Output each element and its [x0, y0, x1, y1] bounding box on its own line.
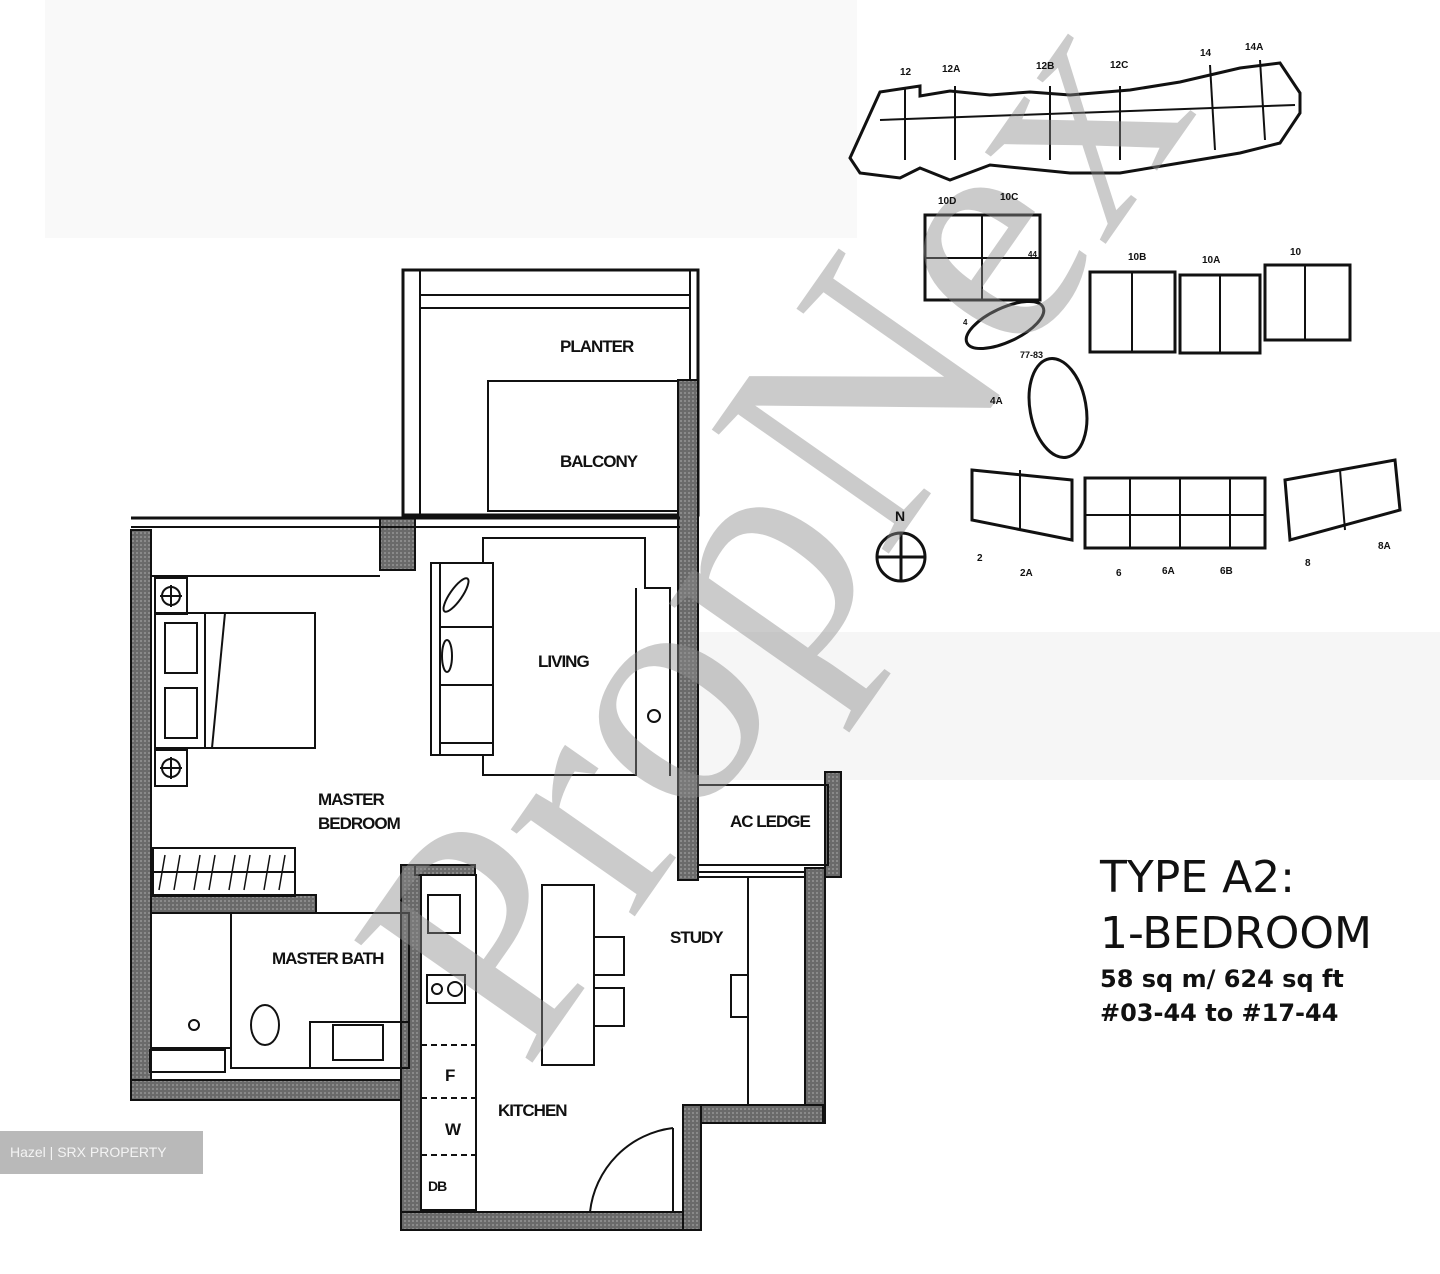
block-label: 2A: [1020, 568, 1033, 579]
label-master-bath: MASTER BATH: [272, 949, 384, 968]
block-label: 10D: [938, 196, 957, 207]
block-label: 44: [1028, 250, 1037, 259]
label-living: LIVING: [538, 652, 590, 671]
block-label: 10B: [1128, 252, 1147, 263]
label-master-bedroom-1: MASTER: [318, 790, 385, 809]
unit-numbers: #03-44 to #17-44: [1100, 999, 1339, 1027]
label-balcony: BALCONY: [560, 452, 638, 471]
block-label: 14: [1200, 48, 1212, 59]
block-label: 12B: [1036, 61, 1055, 72]
label-planter: PLANTER: [560, 337, 634, 356]
label-fridge: F: [445, 1066, 455, 1085]
background-band: [690, 632, 1440, 780]
block-label: 10A: [1202, 255, 1221, 266]
block-label: 77-83: [1020, 350, 1044, 360]
label-kitchen: KITCHEN: [498, 1101, 568, 1120]
label-master-bedroom-2: BEDROOM: [318, 814, 401, 833]
block-label: 8: [1305, 558, 1311, 569]
block-label: 12: [900, 67, 912, 78]
block-label: 4A: [990, 396, 1003, 407]
compass-icon: [875, 531, 927, 583]
block-label: 12A: [942, 64, 961, 75]
block-label: 10: [1290, 247, 1302, 258]
label-db: DB: [428, 1178, 447, 1194]
block-label: 12C: [1110, 60, 1129, 71]
label-ac-ledge: AC LEDGE: [730, 812, 811, 831]
unit-type: TYPE A2:: [1100, 852, 1295, 903]
block-label: 6: [1116, 568, 1122, 579]
compass-label: N: [895, 508, 906, 524]
block-label: 14A: [1245, 42, 1264, 53]
label-study: STUDY: [670, 928, 724, 947]
unit-info: TYPE A2: 1-BEDROOM 58 sq m/ 624 sq ft #0…: [1100, 850, 1372, 1030]
unit-bedrooms: 1-BEDROOM: [1100, 908, 1372, 959]
background-panel: [45, 0, 857, 238]
block-label: 2: [977, 553, 983, 564]
block-label: 10C: [1000, 192, 1019, 203]
block-label: 6A: [1162, 566, 1175, 577]
unit-area: 58 sq m/ 624 sq ft: [1100, 965, 1344, 993]
label-washer: W: [445, 1120, 461, 1139]
block-label: 4: [963, 318, 968, 327]
block-label: 6B: [1220, 566, 1233, 577]
agent-badge: Hazel | SRX PROPERTY: [0, 1131, 203, 1174]
block-label: 8A: [1378, 541, 1391, 552]
